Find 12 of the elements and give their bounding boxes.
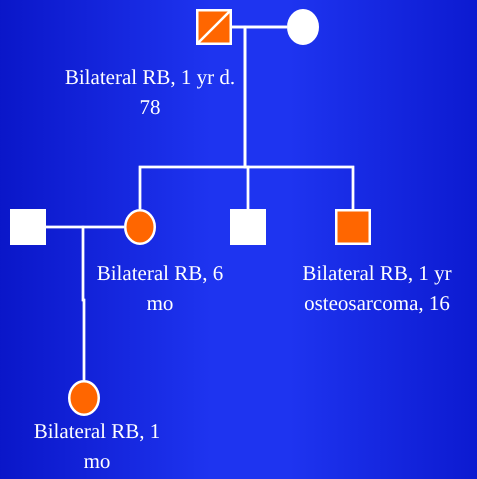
phenotype-caption: Bilateral RB, 1 yr d. 78: [64, 64, 236, 121]
male-square: [230, 209, 266, 245]
deceased-male-square: [196, 9, 232, 45]
pedigree-line: [82, 226, 124, 380]
female-circle: [68, 380, 100, 416]
phenotype-caption: Bilateral RB, 1 yr osteosarcoma, 16: [301, 260, 453, 317]
phenotype-caption: Bilateral RB, 1 mo: [32, 418, 162, 475]
phenotype-caption: Bilateral RB, 6 mo: [96, 260, 224, 317]
female-circle: [124, 209, 156, 245]
male-square: [10, 209, 46, 245]
female-circle: [287, 9, 319, 45]
male-square: [335, 209, 371, 245]
